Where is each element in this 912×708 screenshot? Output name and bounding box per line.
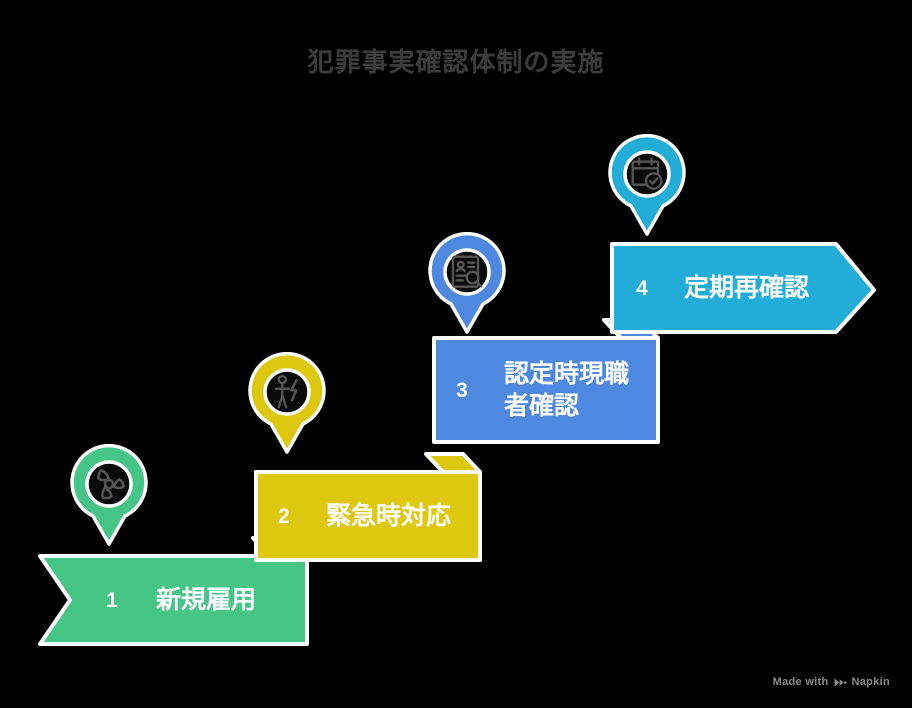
- step-2-pin: [246, 352, 328, 456]
- watermark-brand: Napkin: [851, 676, 890, 688]
- document-search-icon: [447, 252, 487, 292]
- calendar-check-icon: [627, 154, 667, 194]
- step-1-pin: [68, 444, 150, 548]
- step-4-pin: [606, 134, 688, 238]
- step-3-shape: [432, 318, 660, 444]
- step-4[interactable]: 4 定期再確認: [606, 236, 886, 340]
- step-3-pin: [426, 232, 508, 336]
- napkin-watermark: Made with Napkin: [773, 676, 890, 688]
- person-lightning-icon: [267, 372, 307, 412]
- pin-shape-2: [248, 352, 326, 454]
- page-title: 犯罪事実確認体制の実施: [307, 47, 605, 77]
- step-2[interactable]: 2 緊急時対応: [250, 452, 502, 566]
- step-3[interactable]: 3 認定時現職 者確認: [428, 318, 680, 448]
- step-2-shape: [254, 452, 482, 562]
- biohazard-icon: [89, 464, 129, 504]
- napkin-logo-icon: [834, 677, 847, 688]
- watermark-prefix: Made with: [772, 676, 829, 688]
- step-4-shape: [610, 242, 876, 334]
